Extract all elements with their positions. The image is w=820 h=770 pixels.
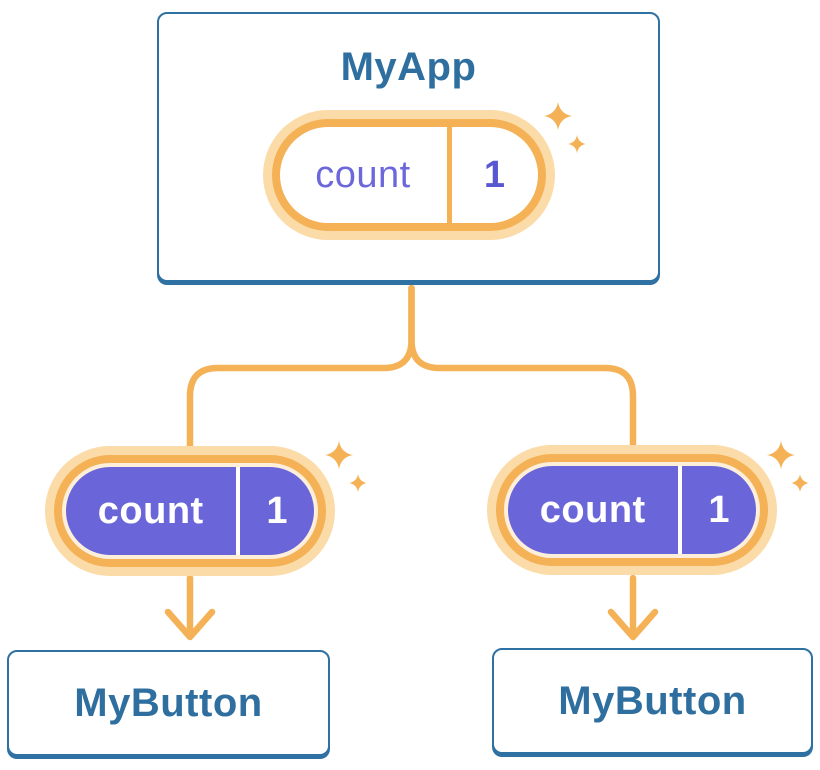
state-pill-body: count 1	[279, 127, 538, 223]
state-value-label: 1	[708, 488, 730, 531]
component-card-child-left: MyButton	[7, 650, 330, 756]
component-title: MyButton	[74, 681, 263, 725]
sparkles-icon	[767, 441, 809, 492]
state-pill-ring: count 1	[271, 119, 546, 231]
component-title: MyButton	[558, 679, 747, 723]
arrow-down-icon	[607, 574, 659, 641]
state-pill-child-left: count 1	[45, 446, 335, 576]
state-pill-body: count 1	[66, 467, 314, 555]
state-pill-gap: count 1	[504, 462, 760, 558]
state-name-label: count	[97, 489, 204, 532]
state-pill-body: count 1	[508, 466, 756, 554]
fork-connector	[186, 284, 637, 454]
component-card-child-right: MyButton	[492, 648, 813, 754]
state-value-label: 1	[266, 489, 288, 532]
state-pill-divider	[235, 467, 240, 555]
arrow-down-icon	[164, 574, 216, 641]
state-pill-child-right: count 1	[487, 445, 777, 575]
state-pill-root: count 1	[262, 110, 555, 240]
sparkles-icon	[325, 441, 367, 492]
sparkles-icon	[544, 102, 586, 153]
state-pill-ring: count 1	[496, 454, 768, 566]
state-name-label: count	[315, 153, 411, 196]
state-pill-gap: count 1	[62, 463, 318, 559]
state-pill-divider	[677, 466, 682, 554]
state-value-label: 1	[483, 153, 506, 196]
state-pill-ring: count 1	[54, 455, 326, 567]
state-pill-divider	[446, 127, 452, 223]
component-title: MyApp	[340, 45, 477, 89]
state-name-label: count	[539, 488, 646, 531]
